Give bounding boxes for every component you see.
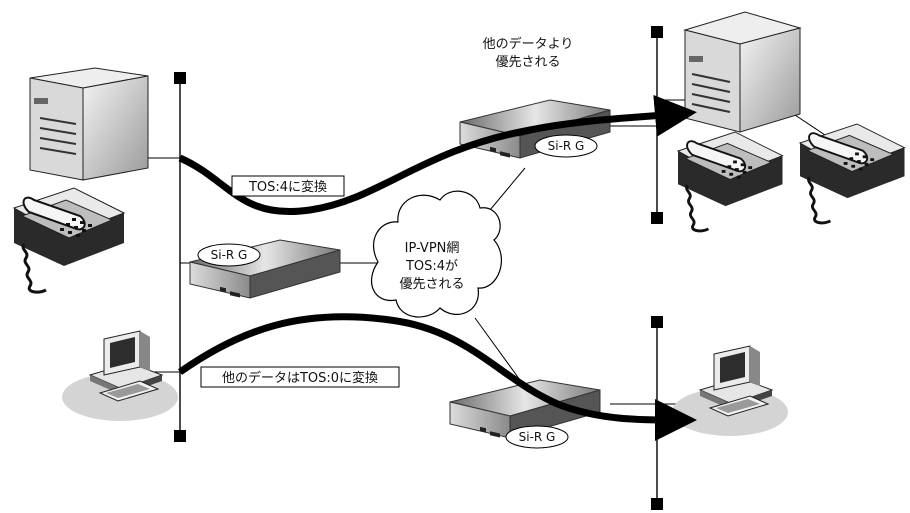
lan-terminator: [174, 72, 186, 84]
lan-terminator: [651, 498, 663, 510]
svg-text:Si-R G: Si-R G: [211, 248, 248, 262]
tos0-convert-box: 他のデータはTOS:0に変換: [200, 366, 400, 388]
svg-text:TOS:4に変換: TOS:4に変換: [248, 179, 327, 195]
pc-icon: [61, 330, 179, 422]
router-label-top-right: Si-R G: [534, 134, 598, 158]
cloud-label-line1: IP-VPN網: [405, 241, 460, 256]
cloud-label-line3: 優先される: [399, 277, 464, 292]
priority-note-line2: 優先される: [495, 55, 560, 70]
telephone-icon: [798, 122, 906, 225]
svg-text:Si-R G: Si-R G: [548, 139, 585, 153]
lan-terminator: [174, 430, 186, 442]
router-label-bottom-right: Si-R G: [505, 425, 569, 449]
lan-terminator: [651, 26, 663, 38]
priority-flow-arrow: [178, 94, 697, 215]
priority-note-line1: 他のデータより: [483, 36, 574, 52]
svg-text:他のデータはTOS:0に変換: 他のデータはTOS:0に変換: [222, 370, 378, 386]
lan-terminator: [651, 316, 663, 328]
router-label-left: Si-R G: [197, 243, 261, 267]
cloud-label-line2: TOS:4が: [405, 259, 458, 274]
server-icon: [683, 11, 802, 133]
pc-icon: [671, 345, 789, 437]
telephone-icon: [676, 130, 784, 233]
lan-terminator: [651, 212, 663, 224]
svg-text:Si-R G: Si-R G: [519, 430, 556, 444]
other-flow-arrow: [177, 313, 697, 441]
ip-vpn-cloud: [370, 190, 503, 318]
tos4-convert-box: TOS:4に変換: [231, 175, 345, 197]
telephone-icon: [12, 186, 126, 294]
server-icon: [29, 67, 149, 181]
